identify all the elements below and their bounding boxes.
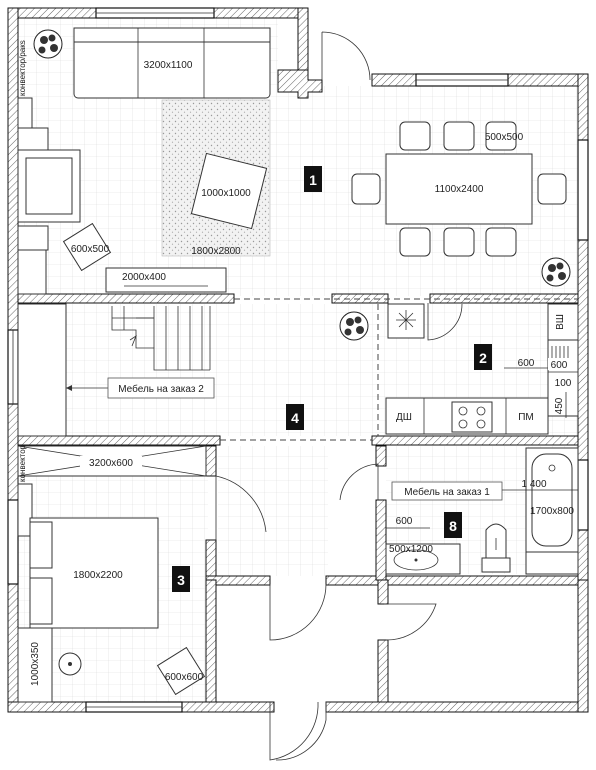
- toilet-icon: [481, 523, 511, 573]
- room-8-number: 8: [449, 518, 457, 534]
- room-4-marker: [286, 404, 304, 430]
- radiator-bedroom-label: конвектор: [18, 444, 27, 482]
- microwave-label: ПМ: [518, 412, 534, 423]
- bedroom-chair: [156, 646, 206, 696]
- living-room: 3200x1100 1800x2800 1000x1000 конвектор/…: [17, 27, 271, 295]
- tv-unit-dimension: 2000x400: [122, 272, 166, 283]
- lamp-icon: [58, 652, 82, 676]
- hall: Мебель на заказ 2 4: [17, 303, 369, 437]
- bedroom-chair-dimension: 600x600: [165, 672, 204, 683]
- bathtub-dimension: 1700x800: [530, 506, 574, 517]
- bedroom: 3200x600 конвектор 1800x2200 1000x350 60…: [17, 444, 207, 703]
- plant-icon: [33, 29, 63, 59]
- room-4-number: 4: [291, 410, 299, 426]
- room-3-number: 3: [177, 572, 185, 588]
- dining-table-dimension: 1100x2400: [435, 184, 484, 195]
- coffee-table-dimension: 1000x1000: [201, 188, 251, 199]
- column: [277, 69, 323, 99]
- sink-grill: [551, 346, 569, 360]
- custom-furniture-1-label: Мебель на заказ 1: [404, 486, 490, 498]
- chair-dimension: 500x500: [485, 132, 524, 143]
- wardrobe-dimension: 3200x600: [89, 458, 133, 469]
- kitchen-dim-600a: 600: [518, 358, 535, 369]
- radiator-living-label: конвектор/ракs: [18, 40, 27, 96]
- radiator-bedroom: [17, 483, 33, 537]
- kitchen-dim-450: 450: [554, 397, 565, 414]
- rug-dimension: 1800x2800: [191, 246, 241, 257]
- room-8-marker: [444, 512, 462, 538]
- side-cabinet-2: [17, 225, 49, 251]
- dresser: [17, 627, 53, 703]
- bath-dim-1400: 1 400: [521, 479, 546, 490]
- plant-icon: [541, 257, 571, 287]
- washbasin-counter: [385, 543, 461, 575]
- plant-icon: [339, 311, 369, 341]
- kitchen: ВШ ДШ ПМ 600 600 100 450 2: [385, 303, 579, 435]
- cooktop-icon: [451, 401, 493, 433]
- coffee-table: [190, 152, 268, 230]
- room-3-marker: [172, 566, 190, 592]
- armchair-dimension: 600x500: [71, 244, 110, 255]
- tv-unit: [105, 267, 227, 293]
- zone-dividers: [220, 298, 578, 441]
- kitchen-counter-right: [547, 339, 579, 417]
- dining-chairs: [351, 121, 567, 257]
- dining-area: 1100x2400 500x500 1: [304, 121, 571, 287]
- room-2-marker: [474, 344, 492, 370]
- dresser-dimension: 1000x350: [30, 642, 41, 686]
- bed-dimension: 1800x2200: [73, 570, 123, 581]
- dishwasher-label: ДШ: [396, 412, 412, 423]
- room-1-marker: [304, 166, 322, 192]
- kitchen-dim-600b: 600: [551, 360, 568, 371]
- side-cabinet: [17, 127, 49, 153]
- washing-machine-label: ВШ: [555, 314, 566, 330]
- custom-furniture-2-label: Мебель на заказ 2: [118, 383, 204, 395]
- sofa-dimension: 3200x1100: [144, 60, 193, 71]
- bathroom: 1700x800 Мебель на заказ 1 1 400 600 500…: [385, 447, 579, 575]
- windows: [7, 7, 589, 713]
- room-1-number: 1: [309, 172, 317, 188]
- stairs: [111, 306, 211, 371]
- washing-machine: [547, 303, 579, 341]
- doors: [215, 31, 463, 761]
- custom-furniture-2: [17, 303, 67, 437]
- lounge-chair: [62, 222, 112, 272]
- armchair-bottom: [17, 249, 47, 295]
- dining-table: [385, 153, 533, 225]
- room-2-number: 2: [479, 350, 487, 366]
- kitchen-dim-100: 100: [555, 378, 572, 389]
- washbasin-dimension: 500x1200: [389, 544, 433, 555]
- bath-dim-600: 600: [396, 516, 413, 527]
